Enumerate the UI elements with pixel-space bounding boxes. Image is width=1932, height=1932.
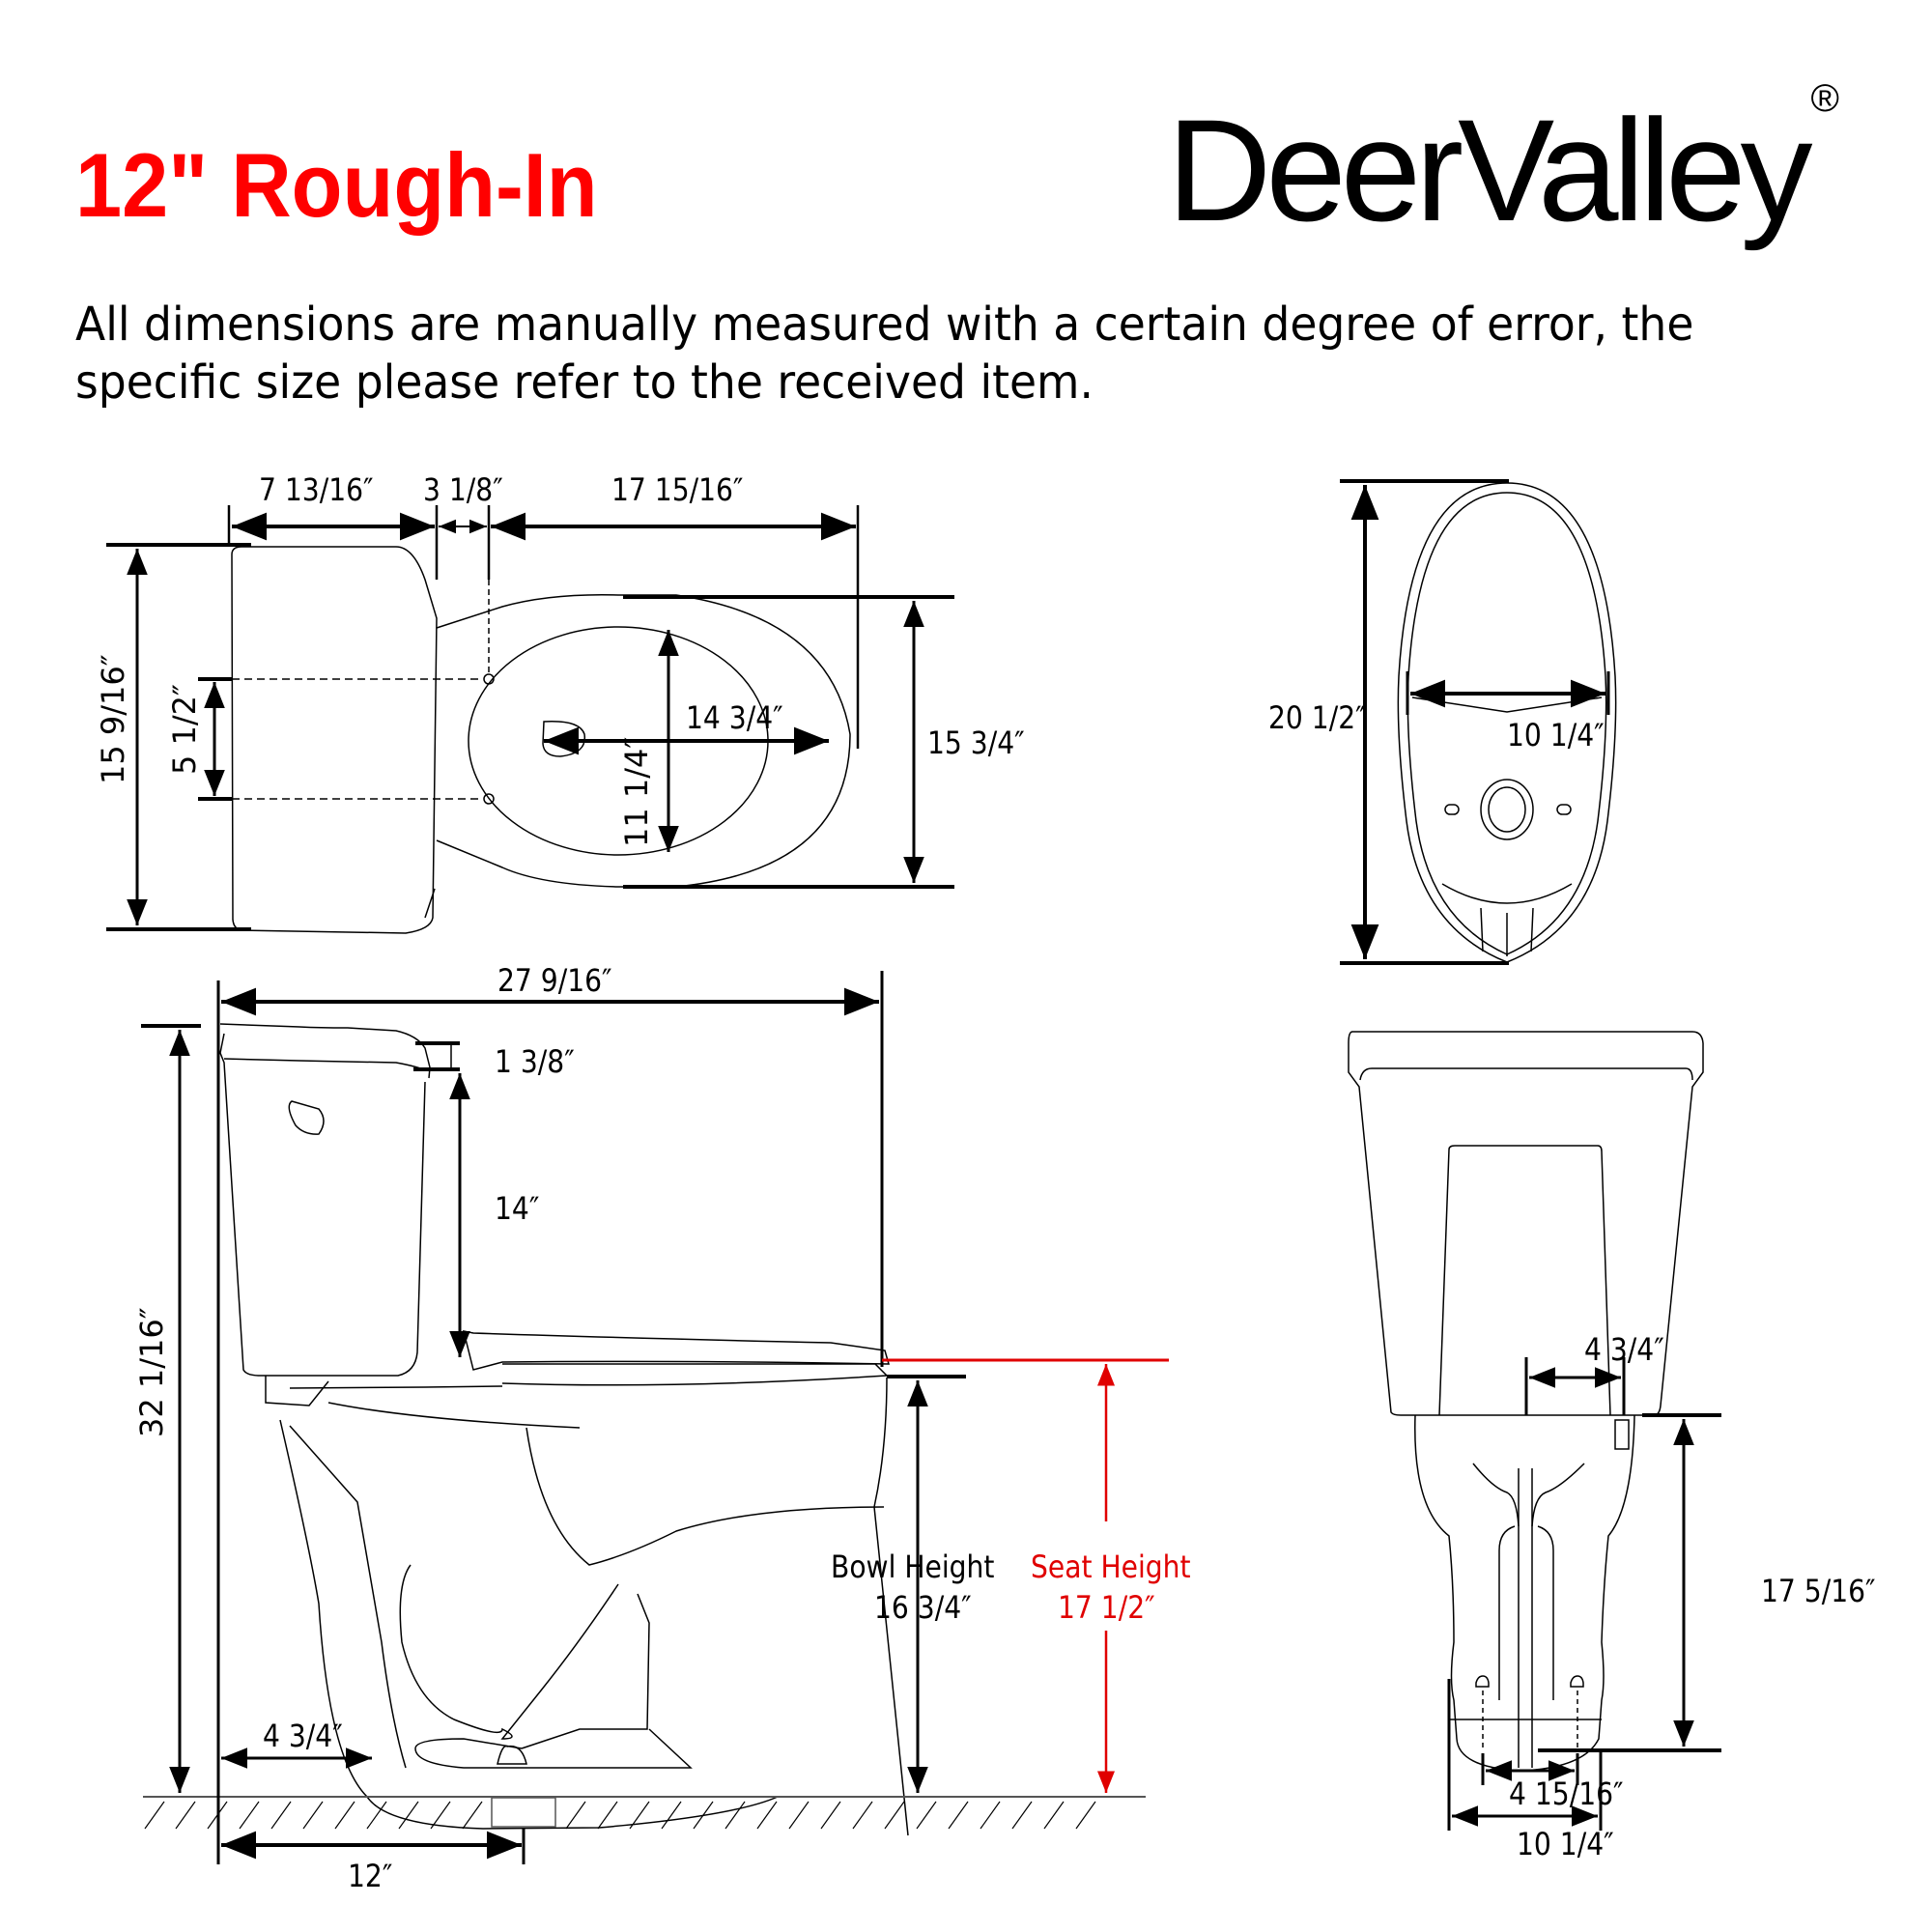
- brand-name: DeerValley: [1167, 89, 1813, 251]
- overall-depth-label: 27 9/16″: [497, 962, 612, 999]
- disclaimer-line-2: specific size please refer to the receiv…: [75, 355, 1094, 410]
- seat-height-value: 17 1/2″: [1058, 1589, 1155, 1626]
- brand-logo: DeerValley®: [1167, 77, 1839, 254]
- front-bolt-spacing-label: 4 15/16″: [1509, 1776, 1624, 1812]
- base-width-label: 10 1/4″: [1507, 717, 1605, 753]
- overall-height-label: 32 1/16″: [133, 1307, 170, 1437]
- side-view-drawing: [143, 1023, 1146, 1836]
- lid-thickness-label: 1 3/8″: [495, 1043, 575, 1080]
- front-base-width-label: 10 1/4″: [1517, 1826, 1614, 1862]
- bowl-to-floor-label: 17 5/16″: [1761, 1573, 1876, 1609]
- tank-height-label: 14″: [495, 1190, 540, 1227]
- bowl-width-label: 15 3/4″: [927, 724, 1025, 761]
- registered-mark: ®: [1810, 77, 1840, 120]
- seat-opening-length-label: 14 3/4″: [686, 699, 783, 736]
- wall-to-base-label: 4 3/4″: [263, 1718, 343, 1754]
- bottom-view-dimensions: [1340, 479, 1610, 965]
- page-title: 12" Rough-In: [75, 134, 598, 236]
- disclaimer: All dimensions are manually measured wit…: [75, 296, 1819, 412]
- tank-depth-label: 7 13/16″: [259, 471, 374, 508]
- disclaimer-line-1: All dimensions are manually measured wit…: [75, 298, 1694, 352]
- seat-height-dimension: [882, 1358, 1169, 1793]
- bolt-spacing-label: 5 1/2″: [166, 684, 203, 775]
- gap-label: 3 1/8″: [423, 471, 503, 508]
- rough-in-label: 12″: [348, 1858, 393, 1894]
- supply-offset-label: 4 3/4″: [1584, 1331, 1664, 1368]
- top-view-dimensions: [106, 505, 954, 931]
- bowl-length-label: 17 15/16″: [611, 471, 744, 508]
- floor-hatching: [144, 1801, 1096, 1830]
- side-view-dimensions: [141, 971, 966, 1864]
- seat-opening-width-label: 11 1/4″: [618, 736, 655, 847]
- front-view-dimensions: [1447, 1357, 1721, 1831]
- seat-height-label: Seat Height: [1031, 1548, 1191, 1585]
- bowl-height-label: Bowl Height: [831, 1548, 995, 1585]
- overall-length-label: 20 1/2″: [1268, 699, 1366, 736]
- bowl-height-value: 16 3/4″: [874, 1589, 972, 1626]
- tank-width-label: 15 9/16″: [95, 654, 131, 784]
